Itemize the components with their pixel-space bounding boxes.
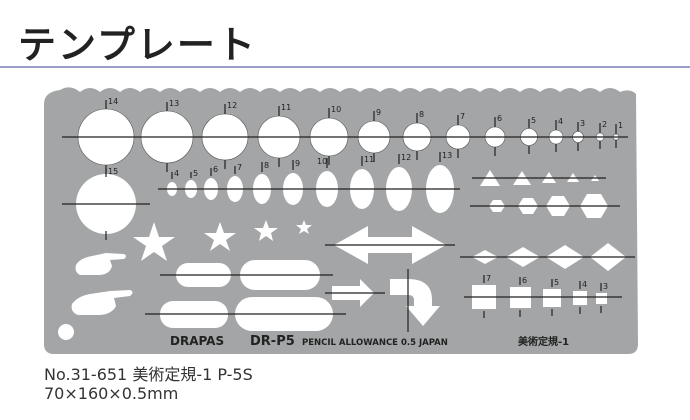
product-dimensions-caption: 70×160×0.5mm [44,384,179,403]
square-label-6: 6 [522,276,527,285]
allowance-text: PENCIL ALLOWANCE 0.5 JAPAN [302,338,448,348]
circle-label-2: 2 [602,120,607,129]
square-label-7: 7 [486,274,491,283]
jp-label: 美術定規-1 [518,335,569,348]
ellipse-label-11: 11 [364,155,374,164]
ellipse-label-13: 13 [442,151,452,160]
ellipse-label-10: 10 [317,157,327,166]
circle-label-8: 8 [419,110,424,119]
hang-hole [58,324,74,340]
curved-arrow [390,279,440,326]
square-label-3: 3 [603,282,608,291]
title-divider [0,66,690,68]
model-code: DR-P5 [250,334,295,349]
ellipse-label-8: 8 [264,161,269,170]
pointing-hand-lower [71,290,133,315]
circle-label-3: 3 [580,119,585,128]
big-circle-label: 15 [108,167,118,176]
ellipse-label-9: 9 [295,159,300,168]
page-title: テンプレート [18,23,257,67]
square-label-4: 4 [582,280,587,289]
top-circle-crosshairs [62,100,628,174]
circle-label-11: 11 [281,103,291,112]
ellipse-label-7: 7 [237,163,242,172]
circle-label-9: 9 [376,108,381,117]
circle-label-13: 13 [169,99,179,108]
circle-label-14: 14 [108,97,118,106]
circle-label-5: 5 [531,116,536,125]
circle-label-6: 6 [497,114,502,123]
circle-label-4: 4 [558,117,563,126]
ellipse-label-5: 5 [193,169,198,178]
circle-label-1: 1 [618,121,623,130]
top-circle-labels: 14 13 12 11 10 9 8 7 6 5 4 3 2 1 [108,97,623,130]
circle-label-7: 7 [460,112,465,121]
square-label-5: 5 [554,278,559,287]
star-row [133,220,312,261]
product-model-caption: No.31-651 美術定規-1 P-5S [44,365,253,384]
pointing-hand-upper [75,253,126,275]
circle-label-12: 12 [227,101,237,110]
ellipse-label-6: 6 [213,165,218,174]
ellipse-label-4: 4 [174,169,179,178]
template-ruler-image: 14 13 12 11 10 9 8 7 6 5 4 3 2 1 15 [44,87,638,354]
ellipse-label-12: 12 [401,153,411,162]
brand-logo: DRAPAS [170,334,224,348]
circle-label-10: 10 [331,105,341,114]
